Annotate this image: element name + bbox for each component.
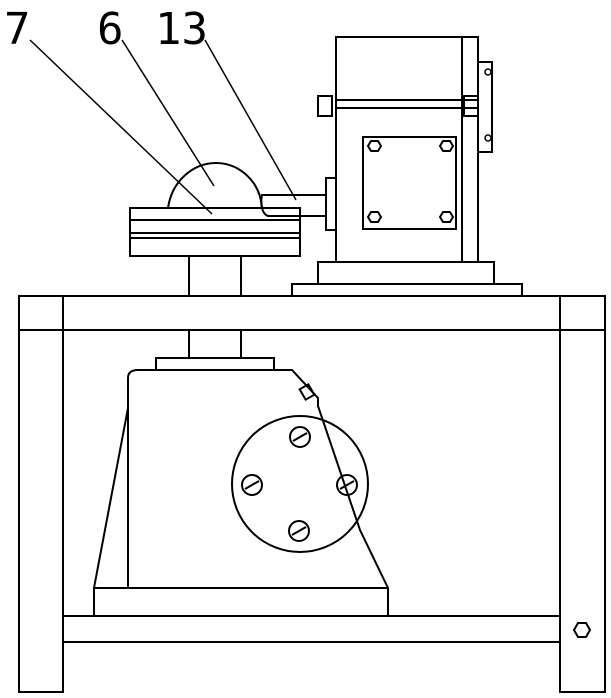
shaft-flange bbox=[326, 178, 336, 230]
work-table-assembly bbox=[130, 163, 300, 358]
table-column-upper bbox=[189, 256, 241, 296]
support-frame bbox=[19, 296, 605, 692]
frame-top-beam bbox=[19, 296, 605, 330]
hex-nut-icon bbox=[574, 623, 590, 637]
leader-line-13 bbox=[205, 40, 296, 200]
frame-right-leg bbox=[560, 296, 605, 692]
callout-label-6: 6 bbox=[97, 4, 124, 55]
gearbox-assembly bbox=[292, 37, 522, 296]
slotted-screw-icon bbox=[242, 475, 262, 495]
shaft-part-13 bbox=[261, 178, 336, 230]
hex-bolt-icon bbox=[440, 141, 453, 151]
frame-bottom-rail bbox=[63, 616, 560, 642]
callout-label-7: 7 bbox=[4, 4, 31, 55]
frame-left-leg bbox=[19, 296, 63, 692]
callout-label-13: 13 bbox=[155, 4, 208, 55]
gearbox-base-upper bbox=[318, 262, 494, 284]
hex-bolt-icon bbox=[368, 141, 381, 151]
bolt-left-icon bbox=[318, 96, 332, 116]
cap-screw-icon bbox=[485, 69, 491, 75]
slotted-screw-icon bbox=[289, 521, 309, 541]
hex-bolt-icon bbox=[368, 212, 381, 222]
housing-body bbox=[94, 370, 388, 616]
lower-drive-housing bbox=[94, 358, 388, 616]
table-column-lower bbox=[189, 330, 241, 358]
cap-screw-icon bbox=[485, 135, 491, 141]
leader-line-6 bbox=[122, 40, 214, 186]
gearbox-side-flange bbox=[462, 37, 478, 262]
slotted-screw-icon bbox=[290, 427, 310, 447]
hex-bolt-icon bbox=[440, 212, 453, 222]
housing-top-collar bbox=[156, 358, 274, 370]
leader-line-7 bbox=[30, 40, 212, 214]
gearbox-base-lower bbox=[292, 284, 522, 296]
shaft-body bbox=[261, 195, 326, 216]
